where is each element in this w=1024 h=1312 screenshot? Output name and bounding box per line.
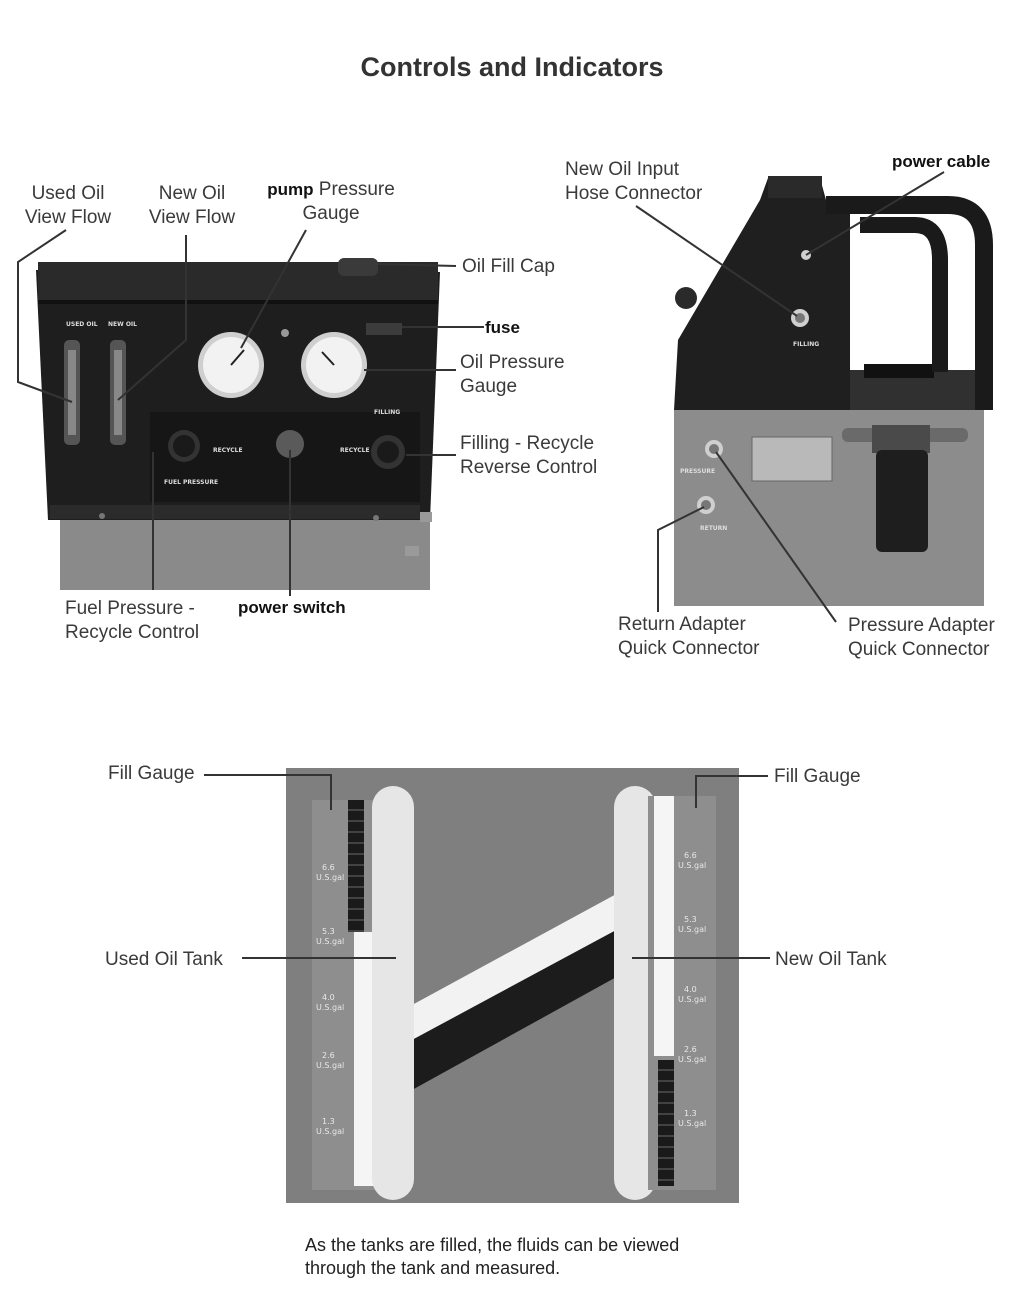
gauge-right-mark: 5.3 [684, 915, 697, 924]
gauge-right-unit: U.S.gal [678, 1055, 706, 1064]
label-power-switch: power switch [238, 598, 346, 617]
front-leader-lines [17, 229, 484, 596]
panel-fuel-pressure: FUEL PRESSURE [164, 479, 218, 486]
label-power-cable: power cable [892, 152, 991, 171]
label-new-oil-view-flow: New Oil View Flow [148, 183, 236, 228]
gauge-left-mark: 5.3 [322, 927, 335, 936]
label-oil-fill-cap: Oil Fill Cap [462, 256, 555, 277]
label-return-adapter: Return Adapter Quick Connector [618, 614, 760, 659]
label-fuel-pressure-recycle: Fuel Pressure - Recycle Control [65, 598, 200, 643]
label-new-oil-tank: New Oil Tank [775, 949, 887, 970]
gauge-left-mark: 6.6 [322, 863, 335, 872]
tank-gauge-marks-left: 6.6 U.S.gal 5.3 U.S.gal 4.0 U.S.gal 2.6 … [316, 863, 344, 1136]
label-fuse: fuse [485, 318, 520, 337]
label-filling-recycle: Filling - Recycle Reverse Control [460, 433, 598, 478]
front-panel-photo [36, 258, 440, 590]
label-fill-gauge-left: Fill Gauge [108, 763, 195, 784]
gauge-left-unit: U.S.gal [316, 1061, 344, 1070]
gauge-right-unit: U.S.gal [678, 861, 706, 870]
label-new-oil-input: New Oil Input Hose Connector [565, 159, 703, 204]
gauge-right-mark: 4.0 [684, 985, 697, 994]
gauge-right-unit: U.S.gal [678, 925, 706, 934]
side-view-photo [674, 176, 993, 606]
label-pressure-adapter: Pressure Adapter Quick Connector [848, 615, 995, 660]
label-used-oil-tank: Used Oil Tank [105, 949, 223, 970]
side-panel-pressure: PRESSURE [680, 468, 715, 475]
page-title: Controls and Indicators [360, 52, 664, 82]
gauge-right-mark: 2.6 [684, 1045, 697, 1054]
gauge-left-unit: U.S.gal [316, 937, 344, 946]
panel-recycle-right: RECYCLE [340, 447, 370, 454]
gauge-right-mark: 6.6 [684, 851, 697, 860]
label-pump-pressure-gauge: pump Pressure Gauge [267, 179, 395, 224]
gauge-left-unit: U.S.gal [316, 873, 344, 882]
panel-new-oil: NEW OIL [108, 321, 137, 328]
tank-gauge-ticks [348, 809, 674, 1181]
side-panel-filling: FILLING [793, 341, 819, 348]
label-fill-gauge-right: Fill Gauge [774, 766, 861, 787]
tank-photo [286, 768, 739, 1203]
side-view-text: FILLING PRESSURE RETURN [680, 341, 819, 532]
gauge-right-unit: U.S.gal [678, 995, 706, 1004]
panel-filling: FILLING [374, 409, 400, 416]
panel-used-oil: USED OIL [66, 321, 98, 328]
side-leader-lines [635, 171, 945, 623]
gauge-right-unit: U.S.gal [678, 1119, 706, 1128]
side-panel-return: RETURN [700, 525, 727, 532]
front-panel-text: USED OIL NEW OIL RECYCLE FUEL PRESSURE F… [66, 321, 400, 486]
label-oil-pressure-gauge: Oil Pressure Gauge [460, 352, 565, 397]
gauge-left-mark: 1.3 [322, 1117, 335, 1126]
gauge-right-mark: 1.3 [684, 1109, 697, 1118]
panel-recycle-left: RECYCLE [213, 447, 243, 454]
gauge-left-unit: U.S.gal [316, 1003, 344, 1012]
gauge-left-mark: 2.6 [322, 1051, 335, 1060]
caption: As the tanks are filled, the fluids can … [305, 1235, 680, 1278]
tank-leader-lines [204, 774, 770, 959]
gauge-left-mark: 4.0 [322, 993, 335, 1002]
tank-gauge-marks-right: 6.6 U.S.gal 5.3 U.S.gal 4.0 U.S.gal 2.6 … [678, 851, 706, 1128]
label-used-oil-view-flow: Used Oil View Flow [24, 183, 112, 228]
gauge-left-unit: U.S.gal [316, 1127, 344, 1136]
